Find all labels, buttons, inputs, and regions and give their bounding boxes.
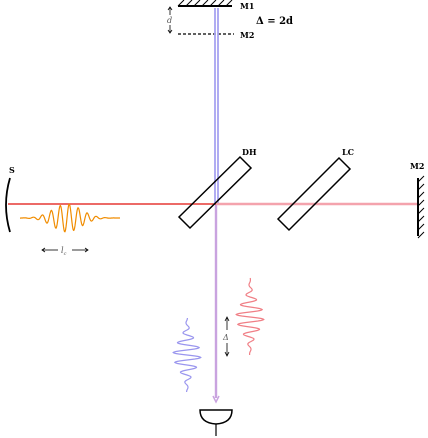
label-delta: Δ — [222, 333, 229, 342]
output-arrowhead — [212, 395, 220, 404]
label-m2-right: M2 — [410, 161, 424, 171]
detector-icon — [199, 409, 233, 436]
label-lc-length: lc — [61, 246, 67, 257]
relation-text: Δ = 2d — [256, 16, 293, 27]
mirror-m1 — [177, 0, 233, 7]
coherence-length-arrow — [41, 247, 89, 253]
compensator-plate — [276, 156, 352, 232]
blue-beam-vertical — [214, 8, 219, 205]
label-m1: M1 — [240, 1, 254, 11]
delta-arrow — [224, 316, 230, 357]
orange-wave-packet — [20, 203, 120, 233]
label-lc: LC — [342, 147, 354, 157]
red-wave-packet — [235, 277, 265, 355]
label-dh: DH — [242, 147, 257, 157]
d-arrow — [167, 6, 173, 34]
blue-wave-packet — [172, 318, 202, 392]
label-m2-upper: M2 — [240, 30, 254, 40]
beam-splitter — [177, 155, 253, 230]
source-icon — [5, 177, 11, 233]
label-d: d — [167, 16, 172, 25]
label-s: S — [9, 165, 15, 175]
mirror-m2-right — [417, 175, 425, 239]
